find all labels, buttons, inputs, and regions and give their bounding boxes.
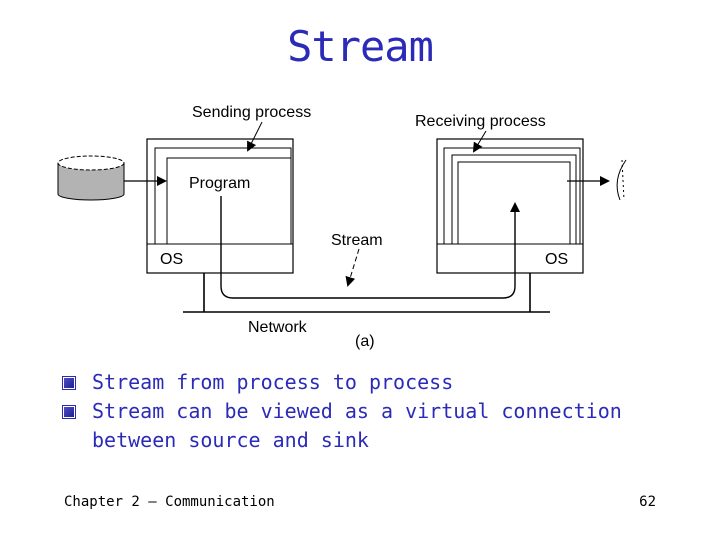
network-bus xyxy=(183,273,550,313)
os-left-label: OS xyxy=(160,251,183,268)
sending-machine xyxy=(146,138,294,274)
bullet-text: Stream can be viewed as a virtual connec… xyxy=(92,399,622,452)
bullet-item: Stream from process to process xyxy=(60,368,680,397)
bullet-text: Stream from process to process xyxy=(92,370,454,394)
stream-label: Stream xyxy=(331,232,383,249)
receiving-process-label: Receiving process xyxy=(415,113,546,130)
caption-label: (a) xyxy=(355,333,375,350)
program-label: Program xyxy=(189,175,250,192)
disk-icon xyxy=(57,155,125,201)
stream-path xyxy=(220,196,520,299)
bullet-list: Stream from process to process Stream ca… xyxy=(60,368,680,455)
bullet-marker-icon xyxy=(62,376,76,390)
bullet-item: Stream can be viewed as a virtual connec… xyxy=(60,397,680,455)
sending-process-label: Sending process xyxy=(192,104,311,121)
os-right-label: OS xyxy=(545,251,568,268)
bullet-marker-icon xyxy=(62,405,76,419)
page-number: 62 xyxy=(639,494,656,510)
footer-chapter: Chapter 2 — Communication xyxy=(64,494,275,510)
stream-diagram: Sending process Receiving process Progra… xyxy=(57,104,627,350)
network-label: Network xyxy=(248,319,308,336)
slide-title: Stream xyxy=(287,22,434,71)
sink-icon xyxy=(616,159,627,201)
